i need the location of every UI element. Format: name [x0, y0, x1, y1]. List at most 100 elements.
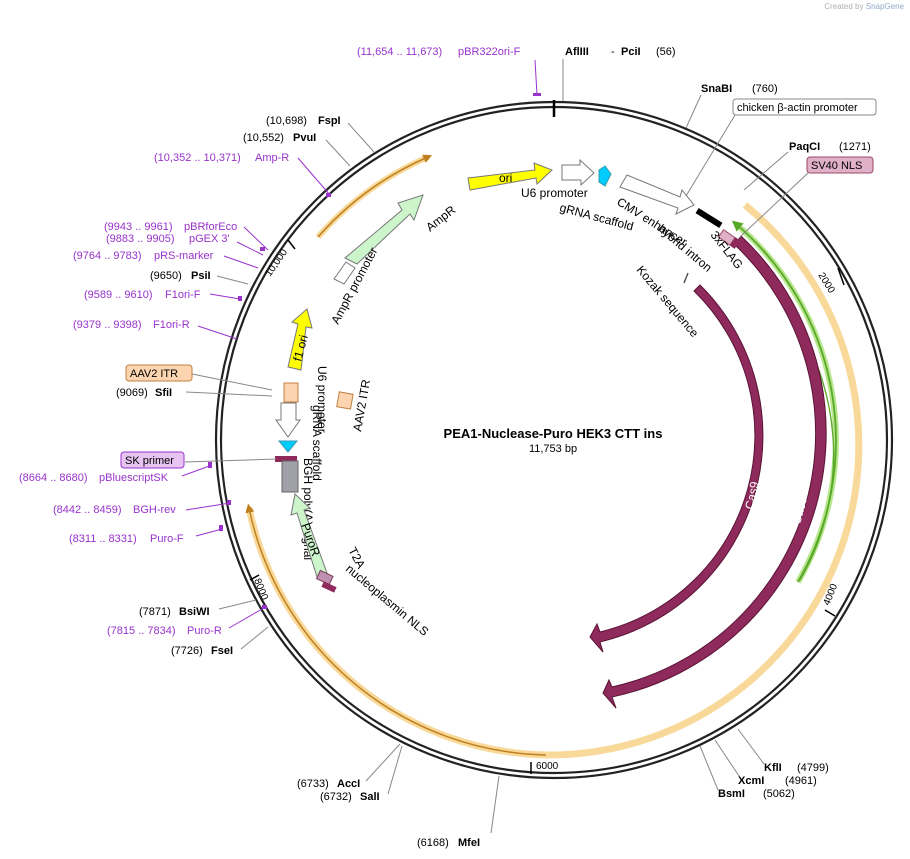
enzyme-mfei-pos: (6168) [417, 837, 449, 849]
primer-mark-pbrforeco [260, 247, 265, 251]
u6-promoter-top [561, 158, 595, 187]
leader-psii [216, 275, 249, 285]
orange-band-cas9 [545, 202, 863, 759]
enzyme-bsiwi: BsiWI [179, 606, 210, 618]
enzyme-xcmi: XcmI [738, 775, 764, 787]
primer-amp-r-range: (10,352 .. 10,371) [154, 152, 241, 164]
u6-promoter-left [275, 402, 301, 438]
nucleoplasmin-nls-mark [321, 581, 337, 593]
chicken-actin-box [732, 98, 877, 116]
primer-f1ori-f-name: F1ori-F [165, 289, 201, 301]
primer-mark-puro-r [262, 605, 267, 609]
leader-f1ori-r [197, 325, 238, 340]
orange-band-ampr [315, 154, 430, 239]
leader-pvui [325, 139, 351, 167]
enzyme-pvui: PvuI [293, 132, 316, 144]
enzyme-pcii-pos: (56) [656, 46, 676, 58]
leader-pbluescriptsk [181, 464, 213, 477]
primer-f1ori-r-range: (9379 .. 9398) [73, 319, 142, 331]
grna-scaffold-left [277, 440, 299, 453]
enzyme-pvui-pos: (10,552) [243, 132, 284, 144]
primer-bgh-rev-range: (8442 .. 8459) [53, 504, 122, 516]
leader-paqci [743, 151, 789, 191]
enzyme-sali-pos: (6732) [320, 791, 352, 803]
primer-f1ori-f-range: (9589 .. 9610) [84, 289, 153, 301]
leader-f1ori-f [209, 293, 241, 300]
grna-scaffold-left-label: gRNA scaffold [310, 405, 324, 481]
cas9-outer-arc [602, 235, 827, 709]
enzyme-pcii: PciI [621, 46, 641, 58]
enzyme-acci: AccI [337, 778, 360, 790]
hybrid-intron-label: hybrid intron [655, 222, 715, 275]
enzyme-afliii: AflIII [565, 46, 589, 58]
leader-sali [387, 745, 403, 795]
orange-band-puro-line [245, 503, 547, 756]
tick-6000: 6000 [530, 761, 559, 774]
enzyme-kfli: KflI [764, 762, 782, 774]
snapgene-watermark: Created by SnapGene [824, 2, 904, 11]
primer-puro-f-name: Puro-F [150, 533, 184, 545]
leader-chicken-actin [685, 114, 736, 197]
leader-bgh-rev [185, 502, 231, 511]
sv40-nls-label: SV40 NLS [811, 160, 862, 172]
ampr-arrow [344, 194, 424, 265]
ori-label: ori [499, 171, 512, 185]
enzyme-psii-pos: (9650) [150, 270, 182, 282]
leader-pbr322ori-f [534, 59, 538, 96]
enzyme-snabi: SnaBI [701, 83, 732, 95]
enzyme-sali: SalI [360, 791, 380, 803]
tick-label-6000: 6000 [536, 761, 559, 772]
leader-aav2-itr [191, 373, 273, 391]
watermark-prefix: Created by [824, 2, 864, 11]
enzyme-dash: - [611, 46, 615, 58]
sk-primer-mark [275, 456, 297, 462]
green-track-arrow [731, 220, 837, 583]
leader-prs-marker [223, 255, 259, 269]
primer-pbluescriptsk-name: pBluescriptSK [99, 472, 169, 484]
kozak-label: Kozak sequence [634, 263, 702, 340]
enzyme-fspi-pos: (10,698) [266, 115, 307, 127]
leader-pgex-3 [236, 241, 264, 256]
leader-puro-r [228, 608, 263, 629]
primer-pbluescriptsk-range: (8664 .. 8680) [19, 472, 88, 484]
tick-label-8000: 8000 [251, 577, 270, 602]
orange-band-ampr-line [317, 154, 433, 238]
aav2-itr-inner-box [336, 391, 354, 410]
nucleoplasmin-nls-label: nucleoplasmin NLS [343, 562, 431, 639]
primer-pbrforeco-name: pBRforEco [184, 221, 237, 233]
f1-ori-label: f1 ori [290, 333, 310, 362]
primer-pbr322ori-f-name: pBR322ori-F [458, 46, 521, 58]
enzyme-fsei: FseI [211, 645, 233, 657]
sk-primer-box [120, 451, 185, 469]
enzyme-sfii: SfiI [155, 387, 172, 399]
primer-puro-r-name: Puro-R [187, 625, 222, 637]
sv40-nls-box [806, 156, 874, 174]
tick-8000: 8000 [249, 574, 270, 602]
leader-fspi [347, 122, 375, 153]
u6-promoter-top-label: U6 promoter [521, 186, 588, 200]
plasmid-size: 11,753 bp [529, 443, 577, 455]
puror-arrow [290, 493, 328, 578]
leader-bsiwi [218, 599, 257, 610]
enzyme-bsiwi-pos: (7871) [139, 606, 171, 618]
primer-pbrforeco-range: (9943 .. 9961) [104, 221, 173, 233]
leader-pbrforeco [243, 226, 269, 251]
kozak-mark [683, 272, 689, 284]
primer-puro-f-range: (8311 .. 8331) [69, 533, 137, 545]
enzyme-bsmi: BsmI [718, 788, 745, 800]
primer-mark-bgh-rev [227, 500, 231, 505]
enzyme-paqci-pos: (1271) [839, 141, 871, 153]
snapgene-logo: SnapGene [865, 2, 904, 11]
tick-label-10000: 10,000 [263, 247, 290, 279]
primer-puro-r-range: (7815 .. 7834) [107, 625, 176, 637]
t2a-mark [315, 569, 334, 586]
leader-sk-primer [184, 458, 277, 463]
chicken-actin-label: chicken β-actin promoter [737, 102, 858, 114]
primer-pgex-3-range: (9883 .. 9905) [106, 233, 175, 245]
enzyme-bsmi-pos: (5062) [763, 788, 795, 800]
f1-ori-arrow [287, 308, 313, 371]
primer-prs-marker-range: (9764 .. 9783) [73, 250, 142, 262]
aav2-itr-left-box [283, 382, 299, 403]
enzyme-paqci: PaqCI [789, 141, 820, 153]
primer-mark-puro-f [219, 525, 223, 531]
